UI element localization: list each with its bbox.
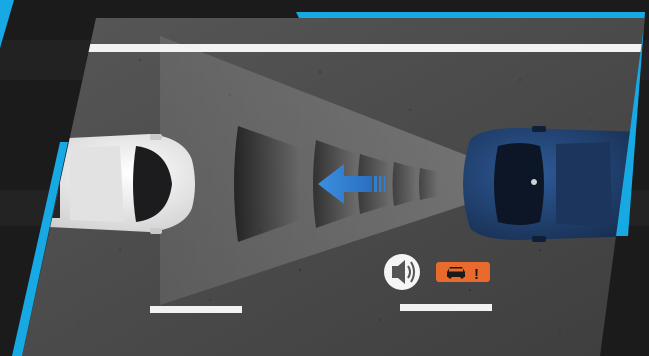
vehicle-alert-icon: ! — [436, 262, 490, 283]
vehicle-alert-symbol: ! — [474, 266, 479, 283]
sound-alert-icon — [384, 254, 420, 290]
lane-marking-bottom-left — [150, 306, 242, 313]
lane-marking-bottom-right — [400, 304, 492, 311]
blue-car — [463, 126, 640, 242]
